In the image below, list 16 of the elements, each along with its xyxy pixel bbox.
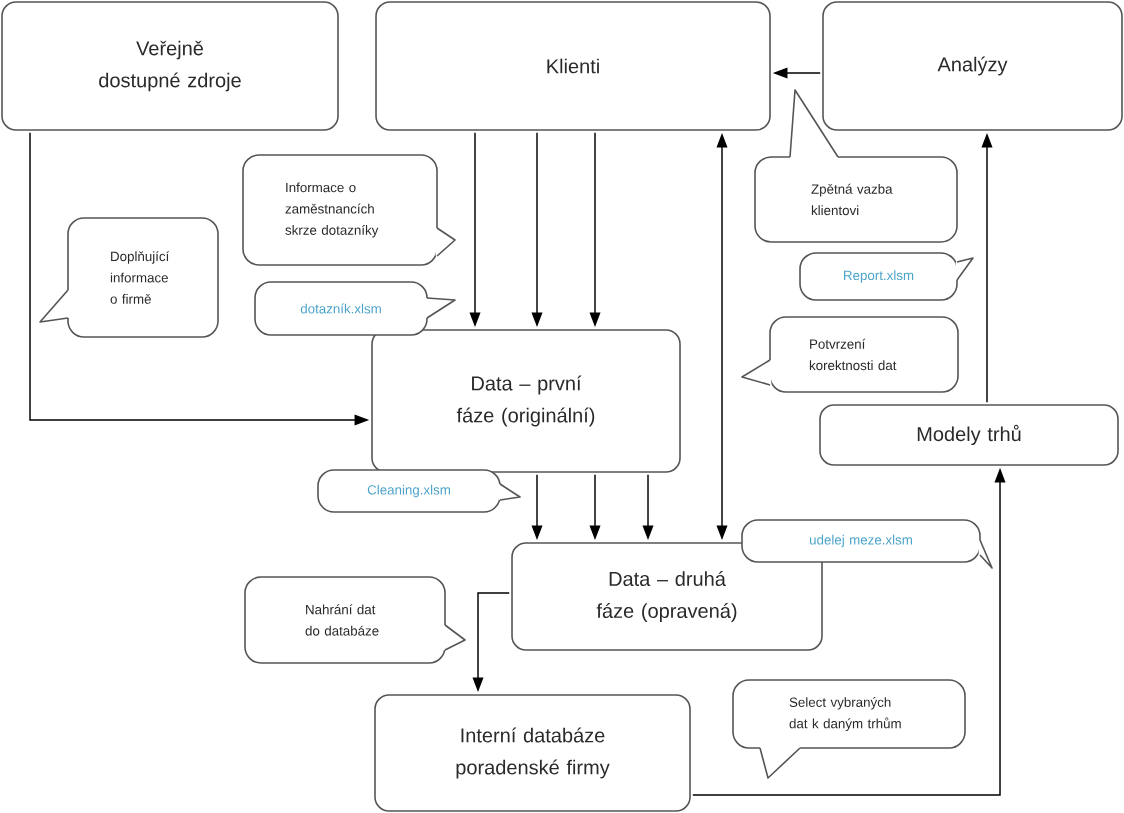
speech-bubble: Zpětná vazba klientovi [754, 89, 958, 243]
speech-bubble: Informace o zaměstnancích skrze dotazníky [242, 154, 456, 266]
speech-bubble: Cleaning.xlsm [317, 469, 521, 513]
speech-bubble: dotazník.xlsm [254, 281, 456, 336]
process-box: Interní databáze poradenské firmy [374, 694, 691, 812]
process-box: Klienti [375, 1, 771, 131]
speech-bubble: Nahrání dat do databáze [244, 576, 466, 664]
process-box: Veřejně dostupné zdroje [1, 1, 339, 131]
speech-bubble: Report.xlsm [799, 252, 974, 301]
speech-bubble: udelej meze.xlsm [741, 519, 993, 569]
process-box: Analýzy [822, 1, 1123, 131]
speech-bubble: Select vybraných dat k daným trhům [732, 679, 966, 779]
speech-bubble: Doplňující informace o firmě [39, 217, 219, 338]
process-box: Modely trhů [819, 404, 1119, 466]
process-box: Data – první fáze (originální) [371, 329, 681, 473]
speech-bubble: Potvrzení korektnosti dat [741, 316, 959, 393]
